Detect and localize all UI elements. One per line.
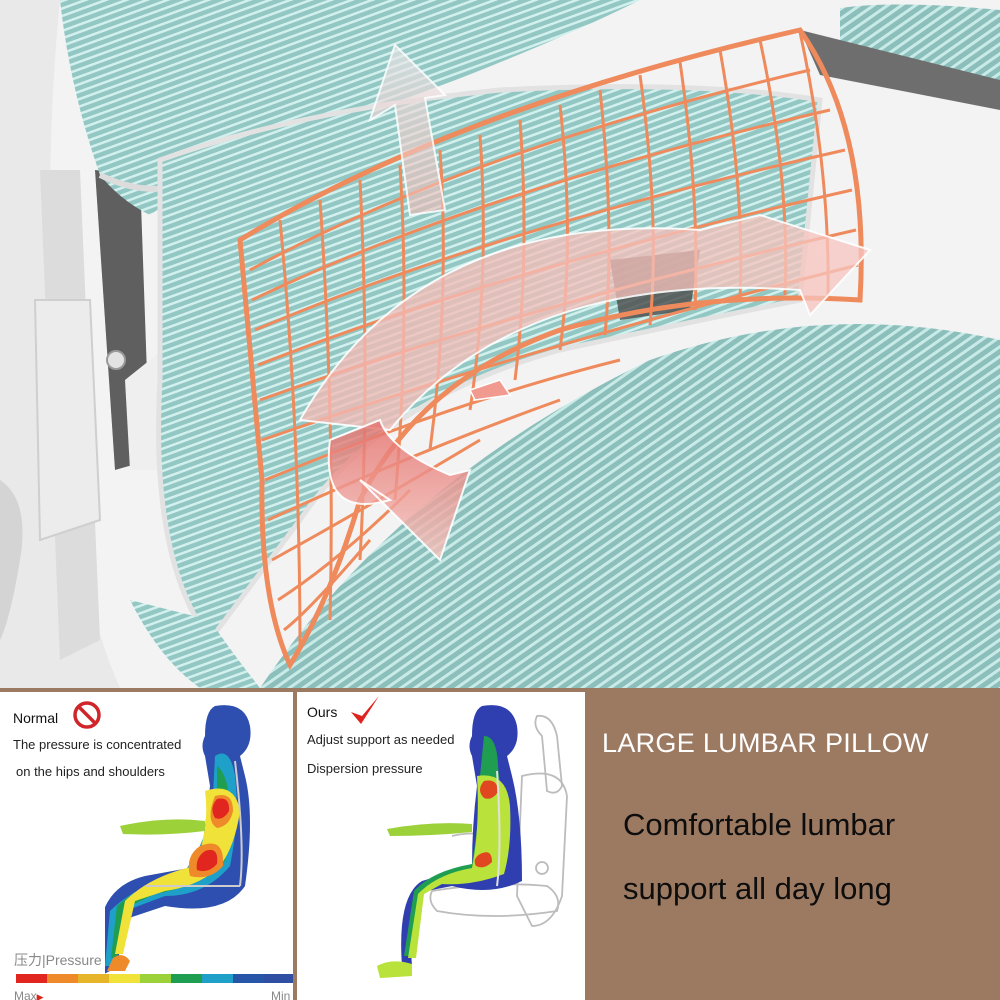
triangle-right-icon: ▶ <box>36 992 44 1000</box>
promo-subline-1: Comfortable lumbar <box>623 807 896 842</box>
legend-min: Min <box>271 989 291 1000</box>
legend-max: Max▶ <box>14 989 44 1000</box>
ours-title: Ours <box>307 704 338 720</box>
chair-illustration <box>0 0 1000 688</box>
scale-swatch <box>109 974 140 983</box>
scale-swatch <box>233 974 264 983</box>
ours-desc-line-1: Adjust support as needed <box>307 732 455 747</box>
ours-desc-line-2: Dispersion pressure <box>307 761 423 776</box>
scale-swatch <box>47 974 78 983</box>
pressure-heatmap-ours <box>377 705 568 978</box>
promo-text-block: LARGE LUMBAR PILLOW Comfortable lumbar s… <box>585 688 1000 1000</box>
pressure-color-scale <box>16 974 293 983</box>
normal-comparison-panel: Normal The pressure is concentrated on t… <box>0 692 293 1000</box>
pressure-legend-label: 压力|Pressure <box>14 952 102 968</box>
ours-comparison-panel: Ours Adjust support as needed Dispersion… <box>297 692 585 1000</box>
normal-desc-line-1: The pressure is concentrated <box>13 737 182 752</box>
promo-headline: LARGE LUMBAR PILLOW <box>602 728 929 758</box>
normal-desc-line-2: on the hips and shoulders <box>16 764 165 779</box>
checkmark-icon <box>351 696 379 724</box>
pressure-heatmap-normal <box>105 705 251 974</box>
normal-title: Normal <box>13 710 59 726</box>
scale-swatch <box>140 974 171 983</box>
scale-swatch <box>78 974 109 983</box>
scale-swatch <box>202 974 233 983</box>
scale-swatch <box>16 974 47 983</box>
product-photo <box>0 0 1000 688</box>
prohibited-icon <box>73 701 101 729</box>
scale-swatch <box>264 974 293 983</box>
pressure-arrows <box>298 43 872 562</box>
info-band: Normal The pressure is concentrated on t… <box>0 688 1000 1000</box>
scale-swatch <box>171 974 202 983</box>
promo-subline-2: support all day long <box>623 871 892 906</box>
